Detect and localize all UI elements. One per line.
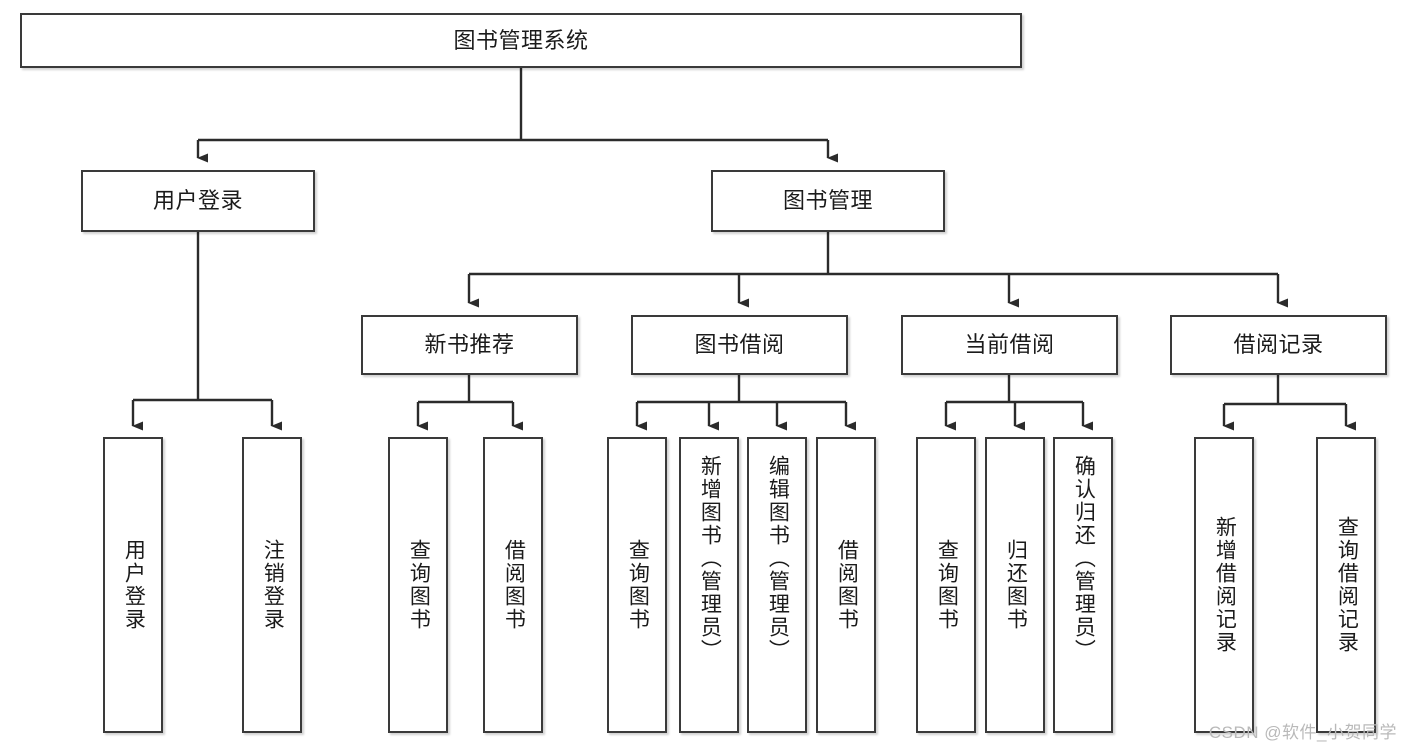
node-book-borrow[interactable]: 图书借阅 [631,315,848,375]
leaf-query-book-2[interactable]: 查询图书 [607,437,667,733]
leaf-confirm-return-label: 确认归还（管理员） [1072,455,1096,662]
leaf-query-book-1-label: 查询图书 [407,539,431,631]
leaf-return-book-label: 归还图书 [1004,539,1028,631]
leaf-add-record-label: 新增借阅记录 [1213,516,1237,654]
leaf-add-book-label: 新增图书（管理员） [698,455,722,662]
leaf-borrow-book-1-label: 借阅图书 [502,539,526,631]
node-root[interactable]: 图书管理系统 [20,13,1022,68]
leaf-user-login-label: 用户登录 [122,539,146,631]
leaf-query-record[interactable]: 查询借阅记录 [1316,437,1376,733]
node-book-manage[interactable]: 图书管理 [711,170,945,232]
node-new-book-recommend-label: 新书推荐 [424,332,515,358]
node-user-login[interactable]: 用户登录 [81,170,315,232]
node-root-label: 图书管理系统 [453,27,589,53]
node-current-borrow-label: 当前借阅 [964,332,1055,358]
node-borrow-record-label: 借阅记录 [1233,332,1324,358]
node-user-login-label: 用户登录 [152,188,243,214]
leaf-edit-book-label: 编辑图书（管理员） [766,455,790,662]
leaf-query-book-1[interactable]: 查询图书 [388,437,448,733]
leaf-logout[interactable]: 注销登录 [242,437,302,733]
leaf-edit-book[interactable]: 编辑图书（管理员） [747,437,807,733]
leaf-return-book[interactable]: 归还图书 [985,437,1045,733]
leaf-logout-label: 注销登录 [261,539,285,631]
leaf-query-book-3[interactable]: 查询图书 [916,437,976,733]
leaf-add-book[interactable]: 新增图书（管理员） [679,437,739,733]
leaf-query-record-label: 查询借阅记录 [1335,516,1359,654]
node-book-borrow-label: 图书借阅 [694,332,785,358]
leaf-query-book-3-label: 查询图书 [935,539,959,631]
leaf-user-login[interactable]: 用户登录 [103,437,163,733]
leaf-query-book-2-label: 查询图书 [626,539,650,631]
node-new-book-recommend[interactable]: 新书推荐 [361,315,578,375]
node-borrow-record[interactable]: 借阅记录 [1170,315,1387,375]
node-book-manage-label: 图书管理 [782,188,873,214]
node-current-borrow[interactable]: 当前借阅 [901,315,1118,375]
leaf-borrow-book-2[interactable]: 借阅图书 [816,437,876,733]
watermark-text: CSDN @软件_小贺同学 [1208,723,1397,742]
leaf-borrow-book-1[interactable]: 借阅图书 [483,437,543,733]
leaf-add-record[interactable]: 新增借阅记录 [1194,437,1254,733]
leaf-borrow-book-2-label: 借阅图书 [835,539,859,631]
leaf-confirm-return[interactable]: 确认归还（管理员） [1053,437,1113,733]
